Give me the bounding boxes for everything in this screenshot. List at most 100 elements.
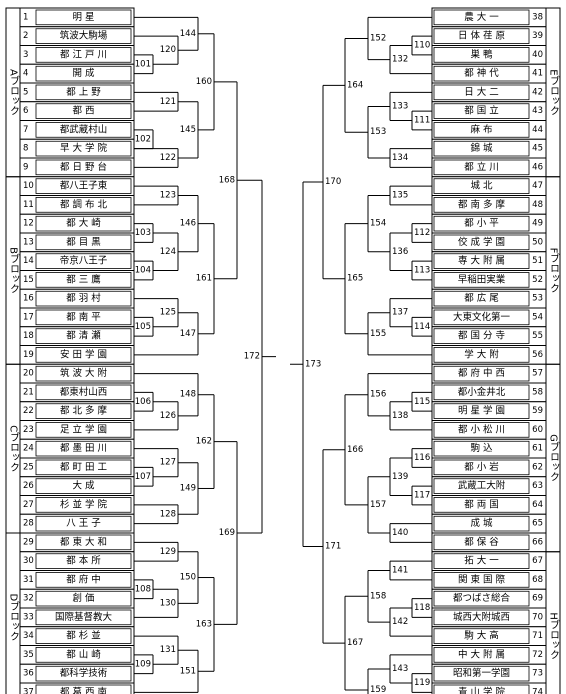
team-name: 都 上 野 <box>66 87 101 98</box>
team-name: 関 東 国 際 <box>458 573 506 585</box>
team-name-box <box>35 328 132 344</box>
team-name: 都小金井北 <box>458 386 506 398</box>
team-name-box <box>433 384 530 401</box>
match-number: 128 <box>160 509 176 519</box>
team-name-box <box>433 309 530 326</box>
team-number: 30 <box>23 556 34 566</box>
team-number: 67 <box>532 556 543 566</box>
block-label-left: Bブロック <box>8 247 19 294</box>
match-number: 143 <box>392 664 408 674</box>
team-number: 23 <box>23 425 34 435</box>
team-name-box <box>433 440 530 457</box>
match-number: 115 <box>414 397 430 407</box>
team-number: 64 <box>532 500 543 510</box>
team-name-box <box>35 459 132 476</box>
team-name-box <box>35 422 132 438</box>
team-name: 都 目 黒 <box>66 237 101 248</box>
team-number: 42 <box>532 87 543 97</box>
match-number: 158 <box>370 591 386 601</box>
block-label-right: Eブロック <box>548 69 559 115</box>
team-name: 都 羽 村 <box>66 292 101 304</box>
team-name-box <box>433 84 530 101</box>
team-name: 都科学技術 <box>60 667 108 679</box>
team-name-box <box>433 572 530 588</box>
team-number: 48 <box>532 200 543 210</box>
team-name-box <box>433 478 530 494</box>
team-name-box <box>35 47 132 63</box>
match-number: 156 <box>370 390 386 400</box>
match-number: 167 <box>347 638 363 648</box>
match-number: 132 <box>392 55 408 65</box>
match-number: 109 <box>135 659 151 669</box>
team-name-box <box>433 609 530 626</box>
team-name: 都 三 鷹 <box>66 273 101 285</box>
team-name-box <box>35 178 132 194</box>
team-name-box <box>433 272 530 288</box>
team-name-box <box>35 84 132 101</box>
match-number: 171 <box>325 541 341 551</box>
team-number: 13 <box>23 237 34 247</box>
team-name: 成 城 <box>470 517 493 529</box>
team-number: 61 <box>532 444 543 454</box>
match-number: 149 <box>180 483 196 493</box>
team-name: 都 南 平 <box>66 311 101 323</box>
team-name-box <box>433 178 530 194</box>
team-name: 駒 込 <box>470 442 493 454</box>
team-name-box <box>433 103 530 119</box>
team-number: 55 <box>532 331 543 341</box>
team-name-box <box>35 365 132 382</box>
team-number: 11 <box>23 200 34 210</box>
match-number: 164 <box>347 80 363 90</box>
match-number: 119 <box>414 678 430 688</box>
team-number: 38 <box>532 12 543 22</box>
team-number: 51 <box>532 256 543 266</box>
team-name: 足 立 学 園 <box>60 423 107 435</box>
team-name-box <box>35 290 132 307</box>
team-name-box <box>433 347 530 363</box>
team-name-box <box>35 609 132 626</box>
team-number: 69 <box>532 594 543 604</box>
match-number: 155 <box>370 329 386 339</box>
team-name-box <box>35 534 132 551</box>
team-number: 70 <box>532 612 543 622</box>
match-number: 173 <box>305 359 321 369</box>
team-name-box <box>35 103 132 119</box>
team-name-box <box>35 215 132 232</box>
match-number: 144 <box>180 29 196 39</box>
team-number: 59 <box>532 406 543 416</box>
team-name: 都 府 中 西 <box>458 367 505 379</box>
team-name: 都八王子東 <box>60 180 108 192</box>
team-name: 都 神 代 <box>464 67 499 79</box>
team-name-box <box>433 28 530 44</box>
match-number: 108 <box>135 584 151 594</box>
team-name: 都 広 尾 <box>464 292 499 304</box>
team-number: 71 <box>532 631 543 641</box>
team-name-box <box>35 28 132 44</box>
team-number: 58 <box>532 387 543 397</box>
team-number: 17 <box>23 312 34 322</box>
team-name-box <box>35 140 132 157</box>
team-name-box <box>433 9 530 26</box>
team-name: 創 価 <box>72 592 95 604</box>
team-name-box <box>433 365 530 382</box>
team-number: 12 <box>23 219 34 229</box>
match-number: 163 <box>196 619 212 629</box>
team-name: 都 杉 並 <box>66 630 101 642</box>
team-name: 八 王 子 <box>66 518 101 529</box>
team-number: 41 <box>532 69 543 79</box>
team-number: 1 <box>23 12 28 22</box>
team-name: 青 山 学 院 <box>458 686 506 694</box>
team-name-box <box>433 665 530 682</box>
team-name-box <box>433 553 530 569</box>
match-number: 137 <box>392 308 408 318</box>
match-number: 121 <box>160 97 176 107</box>
team-name: 都 小 岩 <box>464 461 499 473</box>
team-name-box <box>433 497 530 513</box>
team-name-box <box>35 665 132 682</box>
block-label-left: Aブロック <box>8 69 19 116</box>
team-number: 57 <box>532 369 543 379</box>
team-number: 7 <box>23 125 28 135</box>
team-name-box <box>35 122 132 138</box>
